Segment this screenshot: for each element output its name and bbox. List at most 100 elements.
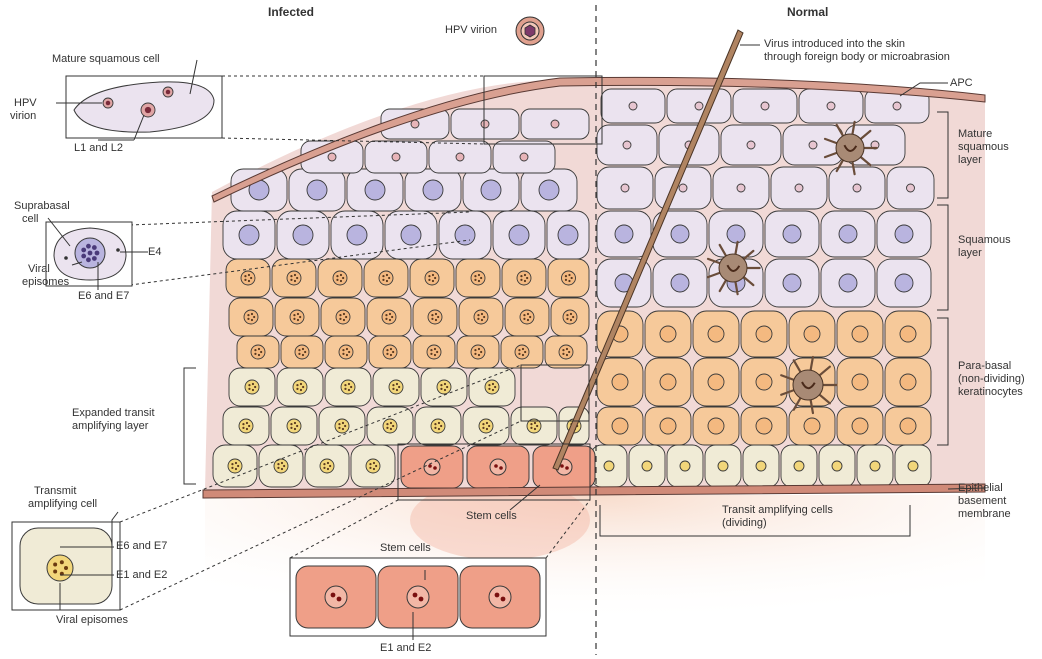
squamous-cell-infected (223, 211, 275, 259)
squamous-layer-label-2: layer (958, 247, 982, 260)
transit-cell-infected (305, 445, 349, 487)
viral-episomes-label-1: Viral (28, 263, 50, 276)
mature-cell-normal (713, 167, 769, 209)
transit-cell-normal (705, 445, 741, 487)
parabasal-cell-infected (237, 336, 279, 368)
parabasal-cell-normal (741, 358, 787, 406)
squamous-cell-infected (405, 169, 461, 211)
parabasal-cell-infected (459, 298, 503, 336)
transit-cell-infected (259, 445, 303, 487)
transit-cell-normal (781, 445, 817, 487)
squamous-cell-infected (347, 169, 403, 211)
parabasal-cell-normal (789, 311, 835, 357)
parabasal-cell-infected (502, 259, 546, 297)
l1-l2-label: L1 and L2 (74, 142, 123, 155)
parabasal-cell-normal (837, 311, 883, 357)
parabasal-cell-normal (885, 358, 931, 406)
squamous-cell-normal (653, 259, 707, 307)
parabasal-cell-infected (369, 336, 411, 368)
viral-episomes-lower-label: Viral episomes (56, 614, 128, 627)
mature-cell-normal (799, 89, 863, 123)
parabasal-cell-normal (837, 407, 883, 445)
squamous-cell-infected (289, 169, 345, 211)
parabasal-cell-infected (367, 298, 411, 336)
parabasal-label-1: Para-basal (958, 360, 1011, 373)
basement-label-3: membrane (958, 508, 1011, 521)
squamous-cell-infected (493, 211, 545, 259)
squamous-cell-infected (385, 211, 437, 259)
hpv-virion-inset-label-1: HPV (14, 97, 37, 110)
parabasal-cell-normal (885, 311, 931, 357)
squamous-layer-label-1: Squamous (958, 234, 1011, 247)
mature-cell-normal (597, 125, 657, 165)
parabasal-cell-infected (456, 259, 500, 297)
squamous-cell-infected (547, 211, 589, 259)
transmit-label-1: Transmit (34, 485, 76, 498)
mature-cell-normal (733, 89, 797, 123)
squamous-cell-infected (277, 211, 329, 259)
transit-cell-infected (373, 368, 419, 406)
expanded-transit-label-1: Expanded transit (72, 407, 155, 420)
transit-cell-infected (463, 407, 509, 445)
parabasal-cell-normal (741, 407, 787, 445)
parabasal-cell-normal (645, 358, 691, 406)
virus-introduced-label-1: Virus introduced into the skin (764, 38, 905, 51)
parabasal-cell-infected (364, 259, 408, 297)
squamous-cell-infected (331, 211, 383, 259)
e1-e2-lower-label: E1 and E2 (116, 569, 167, 582)
parabasal-cell-infected (548, 259, 589, 297)
mature-layer-label-1: Mature (958, 128, 992, 141)
mature-cell-infected (521, 109, 589, 139)
parabasal-cell-infected (281, 336, 323, 368)
transit-cell-infected (213, 445, 257, 487)
parabasal-cell-normal (693, 311, 739, 357)
mature-cell-infected (429, 141, 491, 173)
transit-cell-normal (667, 445, 703, 487)
transit-cell-infected (469, 368, 515, 406)
parabasal-label-3: keratinocytes (958, 386, 1023, 399)
transit-cell-infected (421, 368, 467, 406)
transmit-label-2: amplifying cell (28, 498, 97, 511)
suprabasal-label-1: Suprabasal (14, 200, 70, 213)
basement-label-1: Epithelial (958, 482, 1003, 495)
hpv-virion-inset-label-2: virion (10, 110, 36, 123)
squamous-cell-normal (877, 211, 931, 257)
parabasal-cell-normal (597, 358, 643, 406)
parabasal-cell-normal (597, 407, 643, 445)
mature-cell-infected (451, 109, 519, 139)
transit-cell-infected (271, 407, 317, 445)
parabasal-cell-infected (501, 336, 543, 368)
squamous-cell-infected (439, 211, 491, 259)
expanded-transit-label-2: amplifying layer (72, 420, 148, 433)
mature-cell-normal (601, 89, 665, 123)
transit-cell-infected (229, 368, 275, 406)
squamous-cell-infected (521, 169, 577, 211)
transit-cell-normal (629, 445, 665, 487)
parabasal-cell-infected (226, 259, 270, 297)
stem-cell-inset-drawing (460, 566, 540, 628)
parabasal-cell-infected (272, 259, 316, 297)
viral-episomes-label-2: episomes (22, 276, 69, 289)
parabasal-cell-infected (325, 336, 367, 368)
mature-layer-label-3: layer (958, 154, 982, 167)
squamous-cell-normal (765, 211, 819, 257)
parabasal-label-2: (non-dividing) (958, 373, 1025, 386)
parabasal-cell-infected (413, 298, 457, 336)
parabasal-cell-normal (741, 311, 787, 357)
squamous-cell-normal (597, 211, 651, 257)
parabasal-cell-infected (321, 298, 365, 336)
basement-label-2: basement (958, 495, 1006, 508)
parabasal-cell-normal (693, 407, 739, 445)
squamous-cell-infected (463, 169, 519, 211)
stem-cells-center-label: Stem cells (466, 510, 517, 523)
transit-cell-infected (319, 407, 365, 445)
infected-header: Infected (268, 6, 314, 19)
parabasal-cell-normal (885, 407, 931, 445)
stem-cell-inset-drawing (378, 566, 458, 628)
parabasal-cell-infected (275, 298, 319, 336)
stem-cell (401, 446, 463, 488)
transit-cell-normal (857, 445, 893, 487)
parabasal-cell-infected (457, 336, 499, 368)
mature-cell-normal (667, 89, 731, 123)
transit-cell-infected (277, 368, 323, 406)
